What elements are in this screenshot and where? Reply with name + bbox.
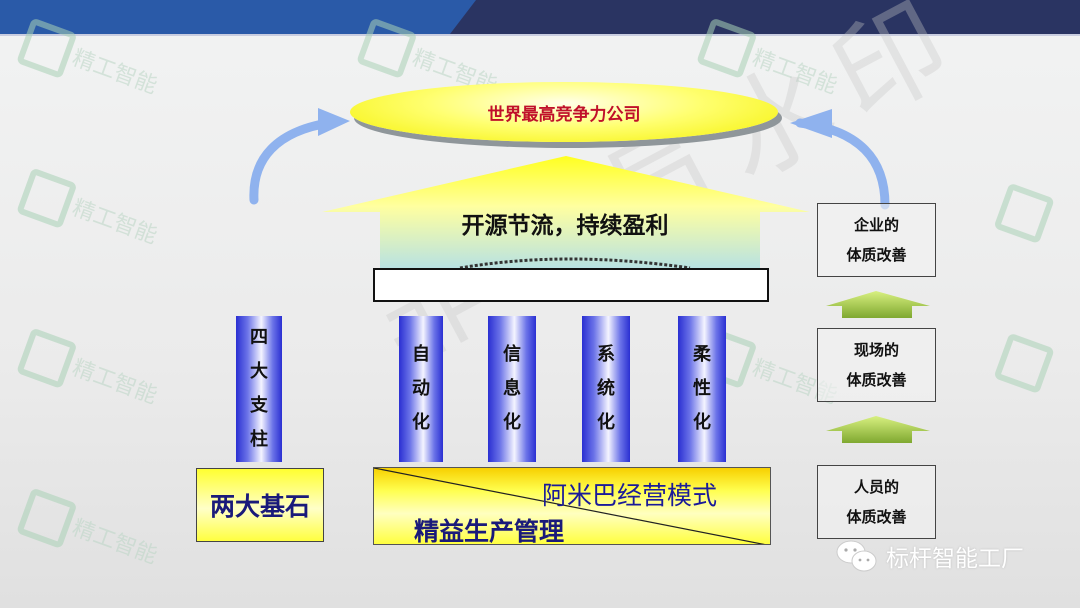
pillar-char: 柔 — [693, 344, 711, 365]
header-diagonal — [450, 0, 476, 34]
pillar-char: 自 — [412, 344, 430, 365]
brand-signature: 标杆智能工厂 — [834, 538, 1024, 574]
pillar-char: 信 — [503, 344, 521, 365]
pillar-char: 性 — [693, 378, 711, 399]
roof-shape — [322, 156, 810, 268]
roof: 开源节流，持续盈利 — [320, 156, 810, 268]
pillar-char: 化 — [412, 412, 430, 433]
pillar-char: 息 — [503, 378, 521, 399]
beam — [373, 268, 769, 302]
pillar-flexibility: 柔 性 化 — [678, 316, 726, 462]
amoeba-label: 阿米巴经营模式 — [542, 481, 718, 510]
up-arrow-icon — [826, 416, 930, 443]
pillar-char: 系 — [597, 344, 615, 365]
improvement-line: 现场的 — [853, 341, 899, 359]
roof-label: 开源节流，持续盈利 — [461, 213, 669, 239]
pillar-char: 动 — [412, 378, 430, 399]
pillar-char: 化 — [693, 412, 711, 433]
pillar-group-label: 四 大 支 柱 — [236, 316, 282, 462]
left-curved-arrow-icon — [249, 117, 340, 205]
improvement-line: 人员的 — [853, 478, 899, 496]
brand-label: 标杆智能工厂 — [886, 546, 1024, 572]
header-bar — [0, 0, 1080, 34]
pillar-char: 柱 — [250, 429, 268, 450]
header-divider — [0, 34, 1080, 36]
improvement-site: 现场的 体质改善 — [817, 328, 936, 402]
goal-ellipse: 世界最高竞争力公司 — [350, 82, 778, 142]
wechat-icon — [836, 540, 877, 572]
improvement-line: 体质改善 — [846, 508, 907, 526]
improvement-line: 体质改善 — [846, 246, 907, 264]
pillar-automation: 自 动 化 — [399, 316, 443, 462]
improvement-people: 人员的 体质改善 — [817, 465, 936, 539]
up-arrow-icon — [826, 291, 930, 318]
pillar-char: 大 — [250, 361, 268, 382]
foundation-base: 阿米巴经营模式 精益生产管理 — [373, 467, 771, 545]
pillar-systematization: 系 统 化 — [582, 316, 630, 462]
improvement-line: 企业的 — [853, 216, 899, 234]
pillar-char: 支 — [250, 395, 268, 416]
pillar-informatization: 信 息 化 — [488, 316, 536, 462]
foundation-group-label: 两大基石 — [196, 468, 324, 542]
right-curved-arrow-icon — [795, 118, 890, 210]
header-blue-band — [0, 0, 450, 34]
pillar-char: 四 — [250, 327, 268, 348]
goal-label: 世界最高竞争力公司 — [487, 105, 641, 125]
improvement-enterprise: 企业的 体质改善 — [817, 203, 936, 277]
diagonal-divider — [374, 468, 765, 544]
pillar-char: 化 — [597, 412, 615, 433]
pillar-char: 化 — [503, 412, 521, 433]
improvement-line: 体质改善 — [846, 371, 907, 389]
lean-label: 精益生产管理 — [414, 517, 565, 545]
pillar-char: 统 — [597, 378, 615, 399]
